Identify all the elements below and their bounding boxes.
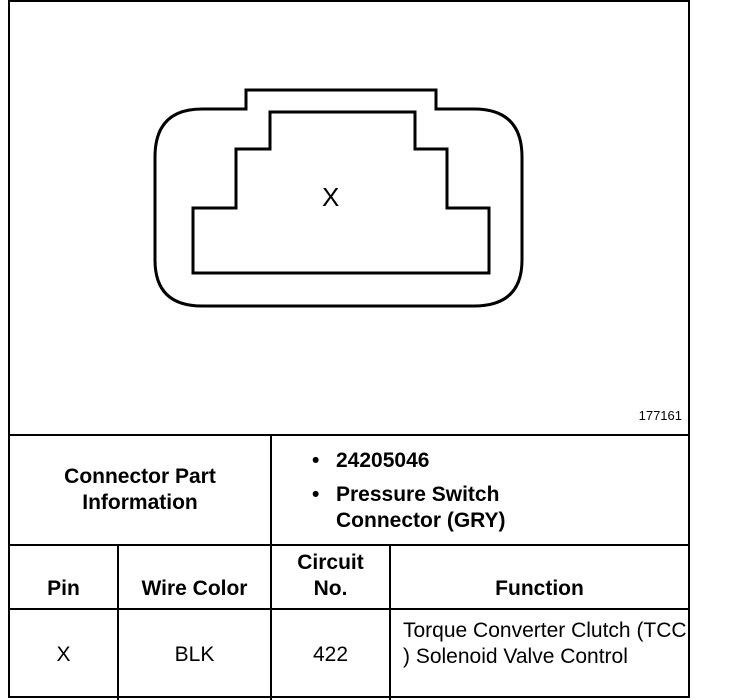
header-function: Function — [495, 577, 584, 600]
header-wire-color: Wire Color — [141, 577, 248, 600]
part-number: 24205046 — [336, 449, 430, 472]
row-wire-color: BLK — [174, 643, 215, 666]
connector-description: Pressure Switch Connector (GRY) — [336, 483, 506, 532]
connector-housing — [153, 88, 524, 308]
divider — [270, 544, 272, 700]
connector-cavity — [191, 110, 491, 275]
bullet-marker: • — [312, 483, 320, 506]
divider — [10, 434, 688, 436]
figure-id: 177161 — [638, 408, 682, 423]
connector-part-info-list: • 24205046 • Pressure Switch Connector (… — [272, 436, 688, 544]
connector-description-item: • Pressure Switch Connector (GRY) — [312, 482, 688, 534]
part-number-item: • 24205046 — [312, 448, 688, 474]
header-circuit: Circuit No. — [297, 551, 364, 600]
row-circuit: 422 — [312, 643, 349, 666]
pin-x-label: X — [322, 182, 340, 212]
connector-sheet: X 177161 Connector Part Information • 24… — [8, 0, 690, 700]
divider — [389, 544, 391, 700]
header-pin: Pin — [47, 577, 80, 600]
divider — [10, 608, 688, 610]
connector-part-info-label: Connector Part Information — [64, 465, 216, 514]
bullet-marker: • — [312, 449, 320, 472]
connector-diagram: X 177161 — [10, 2, 688, 434]
divider — [10, 544, 688, 546]
divider — [117, 544, 119, 700]
row-function: Torque Converter Clutch (TCC ) Solenoid … — [403, 619, 687, 668]
row-pin: X — [56, 643, 71, 666]
connector-outline — [153, 88, 524, 308]
divider — [270, 434, 272, 546]
